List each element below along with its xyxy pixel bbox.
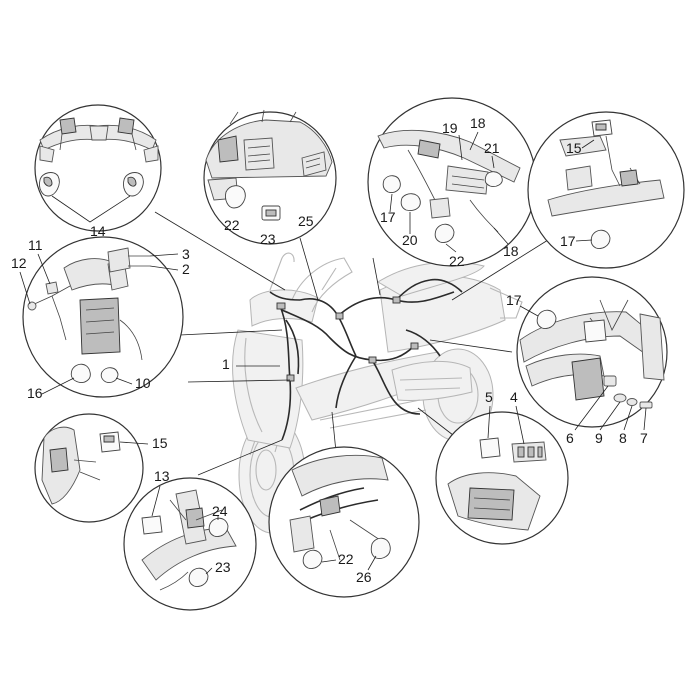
callout-21: 21 [484, 140, 500, 156]
callout-18-bottom: 18 [503, 243, 519, 259]
callout-13: 13 [154, 468, 170, 484]
callout-24: 24 [212, 503, 228, 519]
callout-16: 16 [27, 385, 43, 401]
callout-17-dash: 17 [380, 209, 396, 225]
callout-26: 26 [356, 569, 372, 585]
callout-22-bottom: 22 [338, 551, 354, 567]
callout-15-lowerleft: 15 [152, 435, 168, 451]
detail-front-right: 15 17 [527, 111, 685, 269]
callout-6: 6 [566, 430, 574, 446]
detail-headlight: 22 23 25 [203, 109, 337, 247]
callout-17-right: 17 [506, 292, 522, 308]
callout-17-topright: 17 [560, 233, 576, 249]
callout-20: 20 [402, 232, 418, 248]
callout-2: 2 [182, 261, 190, 277]
main-harness-callout: 1 [222, 356, 280, 372]
callout-7: 7 [640, 430, 648, 446]
detail-control-unit: 11 12 3 2 16 10 [11, 236, 190, 401]
callout-22-dash: 22 [449, 253, 465, 269]
callout-23-top: 23 [260, 231, 276, 247]
callout-18-top: 18 [470, 115, 486, 131]
leader-lines [154, 211, 549, 476]
callout-25: 25 [298, 213, 314, 229]
callout-15-topright: 15 [566, 140, 582, 156]
detail-front-fender: 13 24 23 [123, 468, 257, 611]
callout-23-bottom: 23 [215, 559, 231, 575]
callout-3: 3 [182, 246, 190, 262]
callout-12: 12 [11, 255, 27, 271]
callout-11: 11 [28, 237, 43, 253]
callout-14: 14 [90, 223, 106, 239]
detail-dash-wiring: 19 18 21 17 20 22 18 [367, 97, 537, 269]
callout-10: 10 [135, 375, 151, 391]
detail-rear-frame: 17 6 9 8 7 [506, 276, 668, 446]
callout-4: 4 [510, 389, 518, 405]
detail-fuse-box: 5 4 [435, 389, 569, 545]
detail-floor-wiring: 22 26 [268, 446, 420, 598]
scooter-illustration [232, 252, 523, 534]
detail-lower-left: 15 [34, 413, 168, 523]
callout-22-top: 22 [224, 217, 240, 233]
callout-8: 8 [619, 430, 627, 446]
callout-19: 19 [442, 120, 458, 136]
callout-5: 5 [485, 389, 493, 405]
callout-1: 1 [222, 356, 230, 372]
detail-handlebar: 14 [34, 104, 162, 239]
callout-9: 9 [595, 430, 603, 446]
